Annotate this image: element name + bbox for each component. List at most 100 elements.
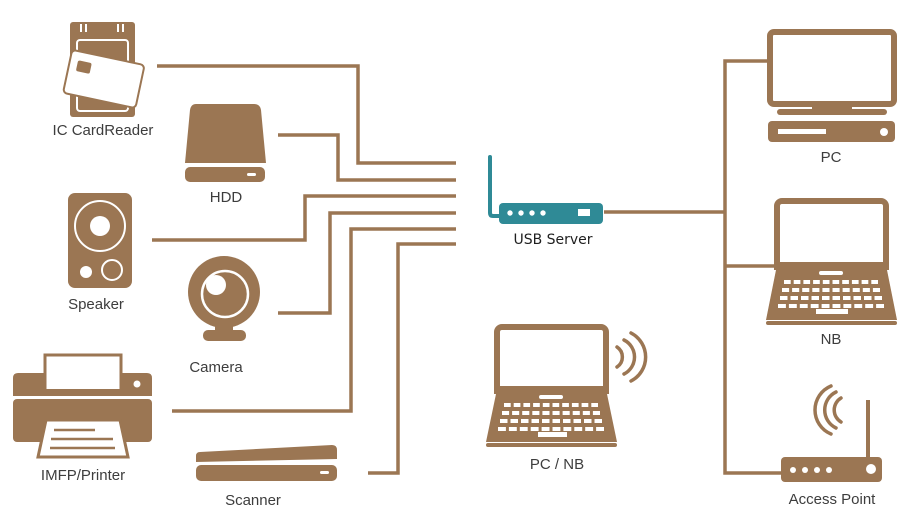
keyboard-key bbox=[581, 403, 589, 407]
laptop-icon bbox=[766, 198, 897, 325]
wifi-waves-icon bbox=[813, 384, 843, 436]
keyboard-key bbox=[585, 427, 594, 431]
keyboard-key bbox=[788, 304, 797, 308]
keyboard-key bbox=[813, 280, 820, 284]
keyboard-key bbox=[523, 403, 531, 407]
keyboard-key bbox=[822, 280, 830, 284]
keyboard-key bbox=[843, 296, 851, 300]
label-scanner: Scanner bbox=[225, 492, 281, 509]
keyboard-key bbox=[562, 403, 569, 407]
keyboard-key bbox=[854, 304, 863, 308]
keyboard-key bbox=[521, 419, 529, 423]
router-icon bbox=[488, 155, 603, 224]
keyboard-key bbox=[574, 427, 583, 431]
wireless-laptop-icon bbox=[486, 324, 648, 447]
keyboard-key bbox=[803, 280, 811, 284]
hard-drive-icon bbox=[185, 104, 266, 182]
keyboard-key bbox=[571, 403, 579, 407]
keyboard-key bbox=[832, 280, 840, 284]
keyboard-key bbox=[793, 280, 801, 284]
line-scanner bbox=[368, 242, 456, 475]
keyboard-key bbox=[822, 288, 830, 292]
keyboard-key bbox=[832, 304, 841, 308]
keyboard-key bbox=[563, 427, 572, 431]
keyboard-key bbox=[822, 296, 830, 300]
label-speaker: Speaker bbox=[68, 296, 124, 313]
keyboard-key bbox=[572, 411, 580, 415]
wifi-waves-icon bbox=[615, 331, 648, 383]
keyboard-key bbox=[790, 296, 798, 300]
keyboard-key bbox=[812, 288, 820, 292]
keyboard-key bbox=[842, 288, 850, 292]
keyboard-key bbox=[801, 296, 809, 300]
label-pc-nb: PC / NB bbox=[529, 456, 585, 473]
keyboard-key bbox=[541, 427, 550, 431]
keyboard-key bbox=[582, 411, 590, 415]
keyboard-key bbox=[512, 411, 520, 415]
keyboard-key bbox=[832, 288, 840, 292]
keyboard-key bbox=[871, 280, 878, 284]
keyboard-key bbox=[591, 403, 598, 407]
connection-lines bbox=[152, 59, 783, 475]
keyboard-key bbox=[865, 304, 874, 308]
desktop-computer-icon bbox=[767, 29, 897, 142]
keyboard-key bbox=[851, 280, 859, 284]
keyboard-key bbox=[874, 296, 882, 300]
keyboard-key bbox=[504, 403, 511, 407]
card-reader-icon bbox=[62, 22, 145, 117]
keyboard-key bbox=[821, 304, 830, 308]
keyboard-key bbox=[584, 419, 592, 423]
keyboard-key bbox=[513, 403, 521, 407]
line-ic-cardreader bbox=[157, 64, 456, 165]
keyboard-key bbox=[519, 427, 528, 431]
keyboard-key bbox=[573, 419, 581, 423]
keyboard-key bbox=[842, 280, 849, 284]
keyboard-key bbox=[832, 296, 840, 300]
keyboard-key bbox=[782, 288, 790, 292]
keyboard-key bbox=[799, 304, 808, 308]
keyboard-key bbox=[530, 427, 539, 431]
label-printer: IMFP/Printer bbox=[40, 467, 126, 484]
line-speaker bbox=[152, 194, 456, 242]
keyboard-key bbox=[500, 419, 508, 423]
keyboard-key bbox=[861, 280, 869, 284]
keyboard-key bbox=[533, 403, 540, 407]
webcam-icon bbox=[188, 256, 260, 341]
label-nb: NB bbox=[820, 331, 842, 348]
keyboard-key bbox=[552, 403, 560, 407]
keyboard-key bbox=[872, 288, 880, 292]
keyboard-key bbox=[522, 411, 530, 415]
keyboard-key bbox=[853, 296, 861, 300]
scanner-icon bbox=[196, 445, 337, 481]
keyboard-key bbox=[810, 304, 819, 308]
keyboard-key bbox=[784, 280, 791, 284]
keyboard-key bbox=[508, 427, 517, 431]
keyboard-key bbox=[802, 288, 810, 292]
keyboard-key bbox=[502, 411, 510, 415]
keyboard-key bbox=[596, 427, 604, 431]
keyboard-key bbox=[780, 296, 788, 300]
printer-icon bbox=[13, 353, 152, 459]
keyboard-key bbox=[510, 419, 518, 423]
keyboard-key bbox=[563, 419, 571, 423]
keyboard-key bbox=[862, 288, 870, 292]
keyboard-key bbox=[542, 419, 550, 423]
keyboard-key bbox=[542, 411, 550, 415]
keyboard-key bbox=[852, 288, 860, 292]
speaker-icon bbox=[68, 193, 132, 288]
label-access-point: Access Point bbox=[788, 491, 876, 508]
keyboard-key bbox=[531, 419, 539, 423]
line-hdd bbox=[278, 133, 456, 182]
keyboard-key bbox=[552, 411, 560, 415]
keyboard-key bbox=[811, 296, 819, 300]
keyboard-key bbox=[592, 411, 600, 415]
line-printer bbox=[172, 227, 456, 413]
label-usb-server: USB Server bbox=[513, 232, 593, 248]
keyboard-key bbox=[843, 304, 852, 308]
keyboard-key bbox=[792, 288, 800, 292]
keyboard-key bbox=[864, 296, 872, 300]
keyboard-key bbox=[532, 411, 540, 415]
keyboard-key bbox=[552, 427, 561, 431]
